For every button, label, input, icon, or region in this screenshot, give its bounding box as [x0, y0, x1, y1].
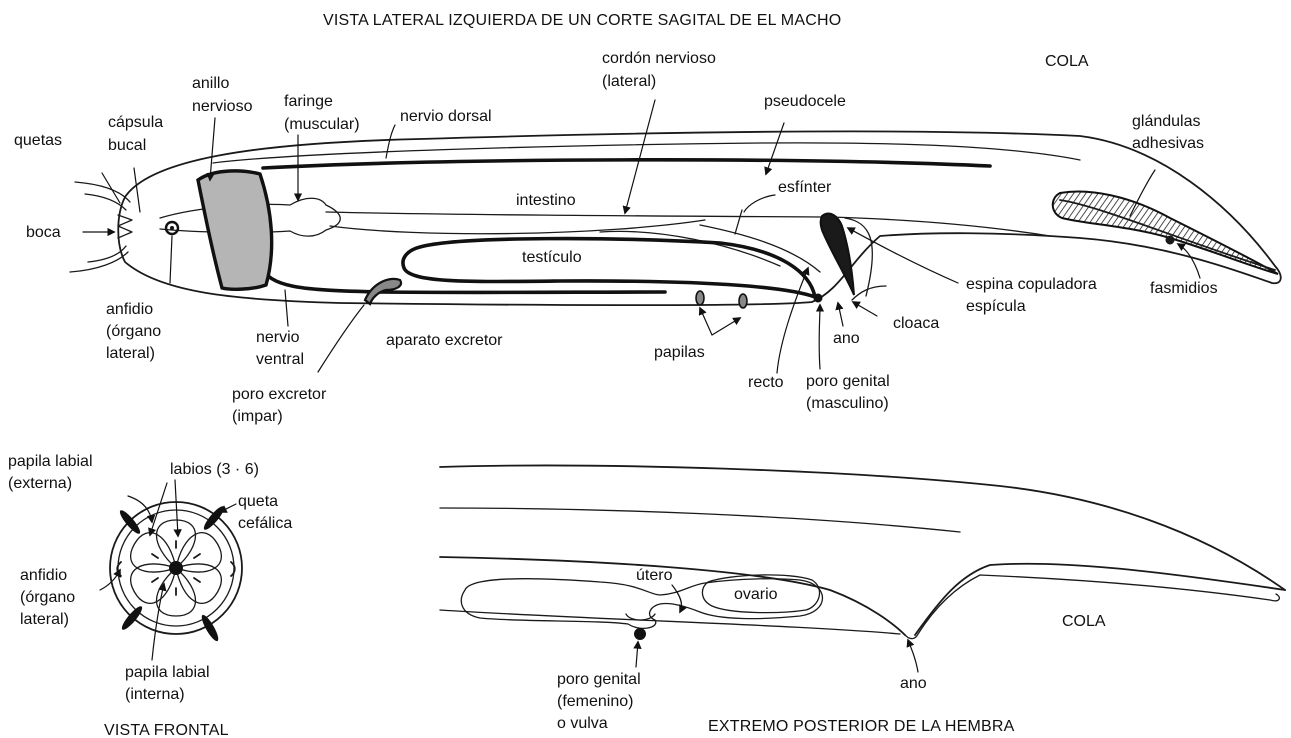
label-nervio-ventral-2: ventral [256, 351, 304, 368]
label-espina-copuladora: espina copuladora [966, 276, 1097, 293]
pseudocoel-fold [699, 224, 821, 273]
label-ovario: ovario [734, 586, 778, 603]
genital-pore-male [813, 293, 823, 303]
label-queta-cefalica-1: queta [238, 493, 278, 510]
cephalic-seta-3 [121, 606, 143, 630]
label-anillo-nervioso-2: nervioso [192, 98, 253, 115]
label-cola-male: COLA [1045, 53, 1089, 70]
label-fasmidios: fasmidios [1150, 280, 1218, 297]
pseudocoel-line [599, 230, 781, 267]
label-poro-genital-fem-3: o vulva [557, 715, 608, 732]
amphid-right [230, 561, 236, 577]
female-body-dorsal [439, 464, 1286, 591]
cephalic-seta-4 [201, 614, 219, 642]
female-inner-tube [439, 609, 901, 635]
frontal-view [99, 479, 243, 661]
spicule [819, 212, 855, 296]
label-papilas: papilas [654, 344, 705, 361]
sphincter [734, 209, 743, 235]
label-espicula: espícula [966, 298, 1026, 315]
female-posterior [439, 464, 1286, 673]
label-cordon-nervioso-1: cordón nervioso [602, 50, 716, 67]
nerve-ring [196, 169, 274, 291]
label-quetas: quetas [14, 132, 62, 149]
male-body [69, 130, 1282, 309]
label-faringe-1: faringe [284, 93, 333, 110]
label-cola-female: COLA [1062, 613, 1106, 630]
label-cloaca: cloaca [893, 315, 939, 332]
label-ano-male: ano [833, 330, 860, 347]
female-body-ventral-1 [439, 556, 906, 636]
male-labels: COLA quetas cápsula bucal boca anillo ne… [14, 50, 1218, 425]
testis [401, 236, 817, 299]
intestine [325, 211, 1051, 237]
label-poro-genital-1: poro genital [806, 373, 890, 390]
label-recto: recto [748, 374, 784, 391]
mouth [117, 214, 133, 239]
frontal-labels: papila labial (externa) labios (3 · 6) q… [8, 453, 292, 703]
amphid [164, 220, 180, 236]
female-tail-outline [904, 574, 1281, 640]
excretory-apparatus [363, 277, 403, 306]
phasmid [1165, 235, 1175, 245]
ventral-nerve [258, 263, 667, 295]
label-papila-externa-2: (externa) [8, 475, 72, 492]
label-testiculo: testículo [522, 249, 582, 266]
label-nervio-ventral-1: nervio [256, 329, 300, 346]
ovary [701, 574, 821, 614]
label-poro-genital-fem-2: (femenino) [557, 693, 633, 710]
papilla-2 [738, 293, 748, 309]
label-poro-genital-2: (masculino) [806, 395, 889, 412]
intestine-lower [329, 219, 706, 235]
vulva [634, 628, 646, 640]
label-poro-genital-fem-1: poro genital [557, 671, 641, 688]
female-labels: útero ovario COLA ano poro genital (feme… [557, 567, 1106, 732]
label-frontal-anfidio-2: (órgano [20, 589, 75, 606]
label-glandulas-adhesivas-2: adhesivas [1132, 135, 1204, 152]
label-frontal-anfidio-1: anfidio [20, 567, 67, 584]
label-aparato-excretor: aparato excretor [386, 332, 503, 349]
frontal-mouth [169, 561, 183, 575]
male-leader-lines [82, 99, 1201, 374]
label-poro-excretor-2: (impar) [232, 408, 283, 425]
female-view-title: EXTREMO POSTERIOR DE LA HEMBRA [708, 718, 1015, 735]
frontal-view-title: VISTA FRONTAL [104, 722, 229, 738]
label-esfinter: esfínter [778, 179, 832, 196]
label-anfidio-3: lateral) [106, 345, 155, 362]
papilla-1 [695, 290, 705, 306]
label-pseudocele: pseudocele [764, 93, 846, 110]
label-papila-interna-2: (interna) [125, 686, 185, 703]
label-papila-interna-1: papila labial [125, 664, 210, 681]
uterus [460, 578, 824, 630]
label-faringe-2: (muscular) [284, 116, 360, 133]
label-papila-externa-1: papila labial [8, 453, 93, 470]
body-wall-inner [212, 142, 1081, 164]
cephalic-seta-1 [119, 510, 141, 534]
label-ano-female: ano [900, 675, 927, 692]
label-utero: útero [636, 567, 673, 584]
dorsal-nerve [261, 158, 992, 170]
label-intestino: intestino [516, 192, 576, 209]
male-view-title: VISTA LATERAL IZQUIERDA DE UN CORTE SAGI… [323, 12, 841, 29]
female-body-wall [439, 507, 961, 533]
label-boca: boca [26, 224, 61, 241]
seta-bottom [69, 251, 129, 273]
label-queta-cefalica-2: cefálica [238, 515, 292, 532]
label-capsula-bucal-2: bucal [108, 137, 146, 154]
label-nervio-dorsal: nervio dorsal [400, 108, 492, 125]
label-capsula-bucal-1: cápsula [108, 114, 163, 131]
label-anfidio-1: anfidio [106, 301, 153, 318]
label-anillo-nervioso-1: anillo [192, 75, 229, 92]
label-poro-excretor-1: poro excretor [232, 386, 327, 403]
seta-top [74, 181, 131, 203]
label-glandulas-adhesivas-1: glándulas [1132, 113, 1201, 130]
male-body-outline [117, 130, 1282, 307]
label-labios: labios (3 · 6) [170, 461, 259, 478]
female-body-ventral-2 [914, 562, 1286, 636]
label-cordon-nervioso-2: (lateral) [602, 73, 656, 90]
label-frontal-anfidio-3: lateral) [20, 611, 69, 628]
label-anfidio-2: (órgano [106, 323, 161, 340]
